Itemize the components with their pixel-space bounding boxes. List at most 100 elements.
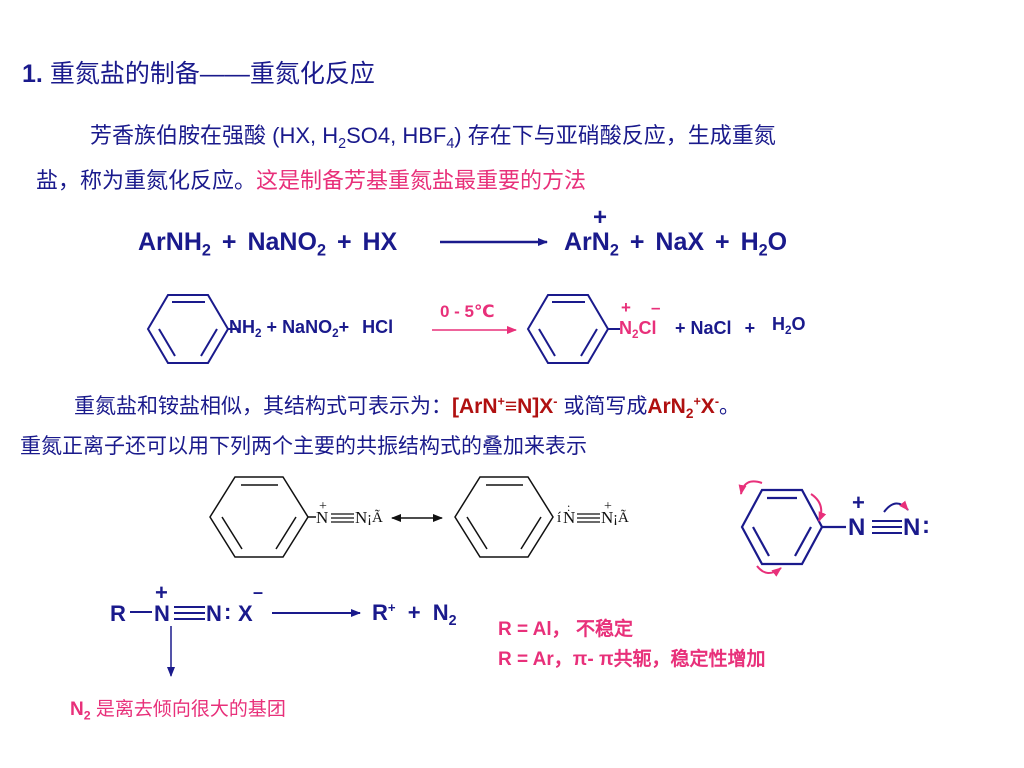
text-span: 芳香族伯胺在强酸 (HX, H [90, 123, 339, 148]
paragraph-1-line-1: 芳香族伯胺在强酸 (HX, H2SO4, HBF4) 存在下与亚硝酸反应，生成重… [90, 118, 776, 152]
plus-sign: + [744, 318, 756, 338]
subscript: 2 [332, 327, 339, 341]
heading-number: 1. [22, 60, 43, 88]
text-span: 。 [719, 395, 741, 418]
plus-sign: + [407, 600, 421, 625]
text-span: SO4, HBF [346, 123, 447, 148]
triple-bond-2 [577, 513, 600, 523]
resonance-2-plus: + [604, 499, 612, 514]
plus-sign: + [675, 318, 686, 338]
paragraph-1-line-2: 盐，称为重氮化反应。这是制备芳基重氮盐最重要的方法 [36, 163, 586, 195]
eq3-n1: N [154, 601, 170, 626]
subscript: 2 [83, 708, 91, 723]
text-span: [ArN [452, 395, 498, 418]
reaction-condition: 0 - 5℃ [440, 302, 495, 321]
superscript: + [693, 394, 701, 409]
eq3-r: R [110, 601, 126, 626]
subscript: 2 [448, 613, 457, 629]
text-span: ) 存在下与亚硝酸反应，生成重氮 [454, 123, 776, 148]
text-span: ArN [647, 395, 686, 418]
acid: HX [362, 228, 398, 256]
plus-sign: + [715, 228, 730, 256]
text-span: N [70, 699, 84, 720]
plus-sign: + [221, 228, 237, 256]
resonance-1-plus: + [319, 499, 327, 514]
resonance-1-tail: ¡Ã [367, 510, 383, 526]
heading: 1. 重氮盐的制备——重氮化反应 [22, 54, 375, 90]
diazonium-chloride: N2Cl [619, 318, 657, 342]
short-formula: ArN2+X- [647, 394, 719, 421]
resonance-3-n2: N [903, 514, 921, 541]
triple-bond-1 [331, 513, 354, 523]
resonance-2-n1: N [563, 508, 576, 527]
eq3-minus: – [253, 582, 264, 602]
subscript: 2 [758, 241, 768, 260]
charge-minus: – [651, 298, 661, 317]
equation-1-products: ArN2 + NaX + H2O [564, 228, 788, 260]
benzene-ring-diazonium [526, 294, 620, 364]
subscript: 2 [201, 241, 211, 260]
equation-2-reactants: NH2 + NaNO2+ HCl [229, 317, 393, 341]
subscript: 2 [338, 136, 347, 152]
subscript: 2 [255, 327, 262, 341]
amino-group: NH [229, 317, 255, 337]
eq3-plus: + [155, 580, 168, 605]
text-span: Cl [638, 318, 657, 338]
subscript: 2 [609, 241, 619, 260]
eq3-products: R+ + N2 [372, 600, 457, 629]
structure-formula: [ArN+≡N]X- [452, 395, 557, 418]
subscript: 2 [785, 324, 792, 338]
resonance-3-colon: : [922, 512, 930, 539]
subscript: 2 [685, 405, 694, 421]
sodium-nitrite: NaNO [282, 317, 333, 337]
water: H [740, 228, 759, 256]
resonance-2-colon: : [567, 500, 571, 514]
sodium-nitrite: NaNO [247, 228, 317, 256]
benzene-ring-aniline [146, 294, 240, 364]
triple-bond-4 [174, 606, 205, 620]
plus-sign: + [629, 228, 645, 256]
text-span: 是离去倾向很大的基团 [90, 699, 286, 720]
benzene-ring-resonance-1 [209, 476, 316, 558]
equation-1: ArNH2 + NaNO2 + HX [138, 228, 398, 260]
text-span: X [700, 395, 715, 418]
text-span: H [772, 314, 785, 334]
text-span: 盐，称为重氮化反应。 [36, 168, 257, 193]
benzene-ring-resonance-3 [740, 488, 846, 566]
salt: NaCl [690, 318, 732, 338]
note-leaving-group: N2 是离去倾向很大的基团 [70, 694, 286, 721]
salt: NaX [655, 228, 705, 256]
resonance-2-head: í [557, 510, 562, 526]
charge-plus: + [621, 298, 631, 317]
superscript: + [387, 600, 396, 616]
note-alkyl: R = Al， 不稳定 [498, 619, 633, 640]
subscript: 2 [632, 328, 639, 342]
resonance-3-n1: N [848, 514, 866, 541]
equation-1-charge: + [593, 204, 608, 231]
resonance-2-n2: N [601, 508, 614, 527]
subscript: 2 [316, 241, 326, 260]
electron-push-arrows [738, 480, 909, 577]
text-span: N [432, 600, 449, 625]
eq3-n2: N [206, 601, 222, 626]
resonance-1-n1: N [316, 508, 329, 527]
amine: ArNH [138, 228, 202, 256]
triple-bond-3 [872, 520, 902, 534]
superscript: + [497, 394, 505, 409]
equation-2-products: + NaCl + [675, 318, 755, 339]
note-aryl: R = Ar，π- π共轭，稳定性增加 [498, 649, 766, 670]
subscript: 4 [446, 136, 455, 152]
resonance-3-plus: + [852, 490, 865, 515]
resonance-2-tail: ¡Ã [613, 510, 629, 526]
highlighted-text: 这是制备芳基重氮盐最重要的方法 [256, 168, 587, 193]
text-span: 或简写成 [557, 395, 648, 418]
superscript: - [553, 394, 558, 409]
text-span: R [372, 600, 388, 625]
water-o: O [767, 228, 788, 256]
paragraph-2-line-2: 重氮正离子还可以用下列两个主要的共振结构式的叠加来表示 [20, 435, 587, 458]
text-span: N [619, 318, 632, 338]
eq3-colon: : [224, 599, 232, 624]
water: H2O [772, 314, 806, 338]
text-span: O [791, 314, 806, 334]
